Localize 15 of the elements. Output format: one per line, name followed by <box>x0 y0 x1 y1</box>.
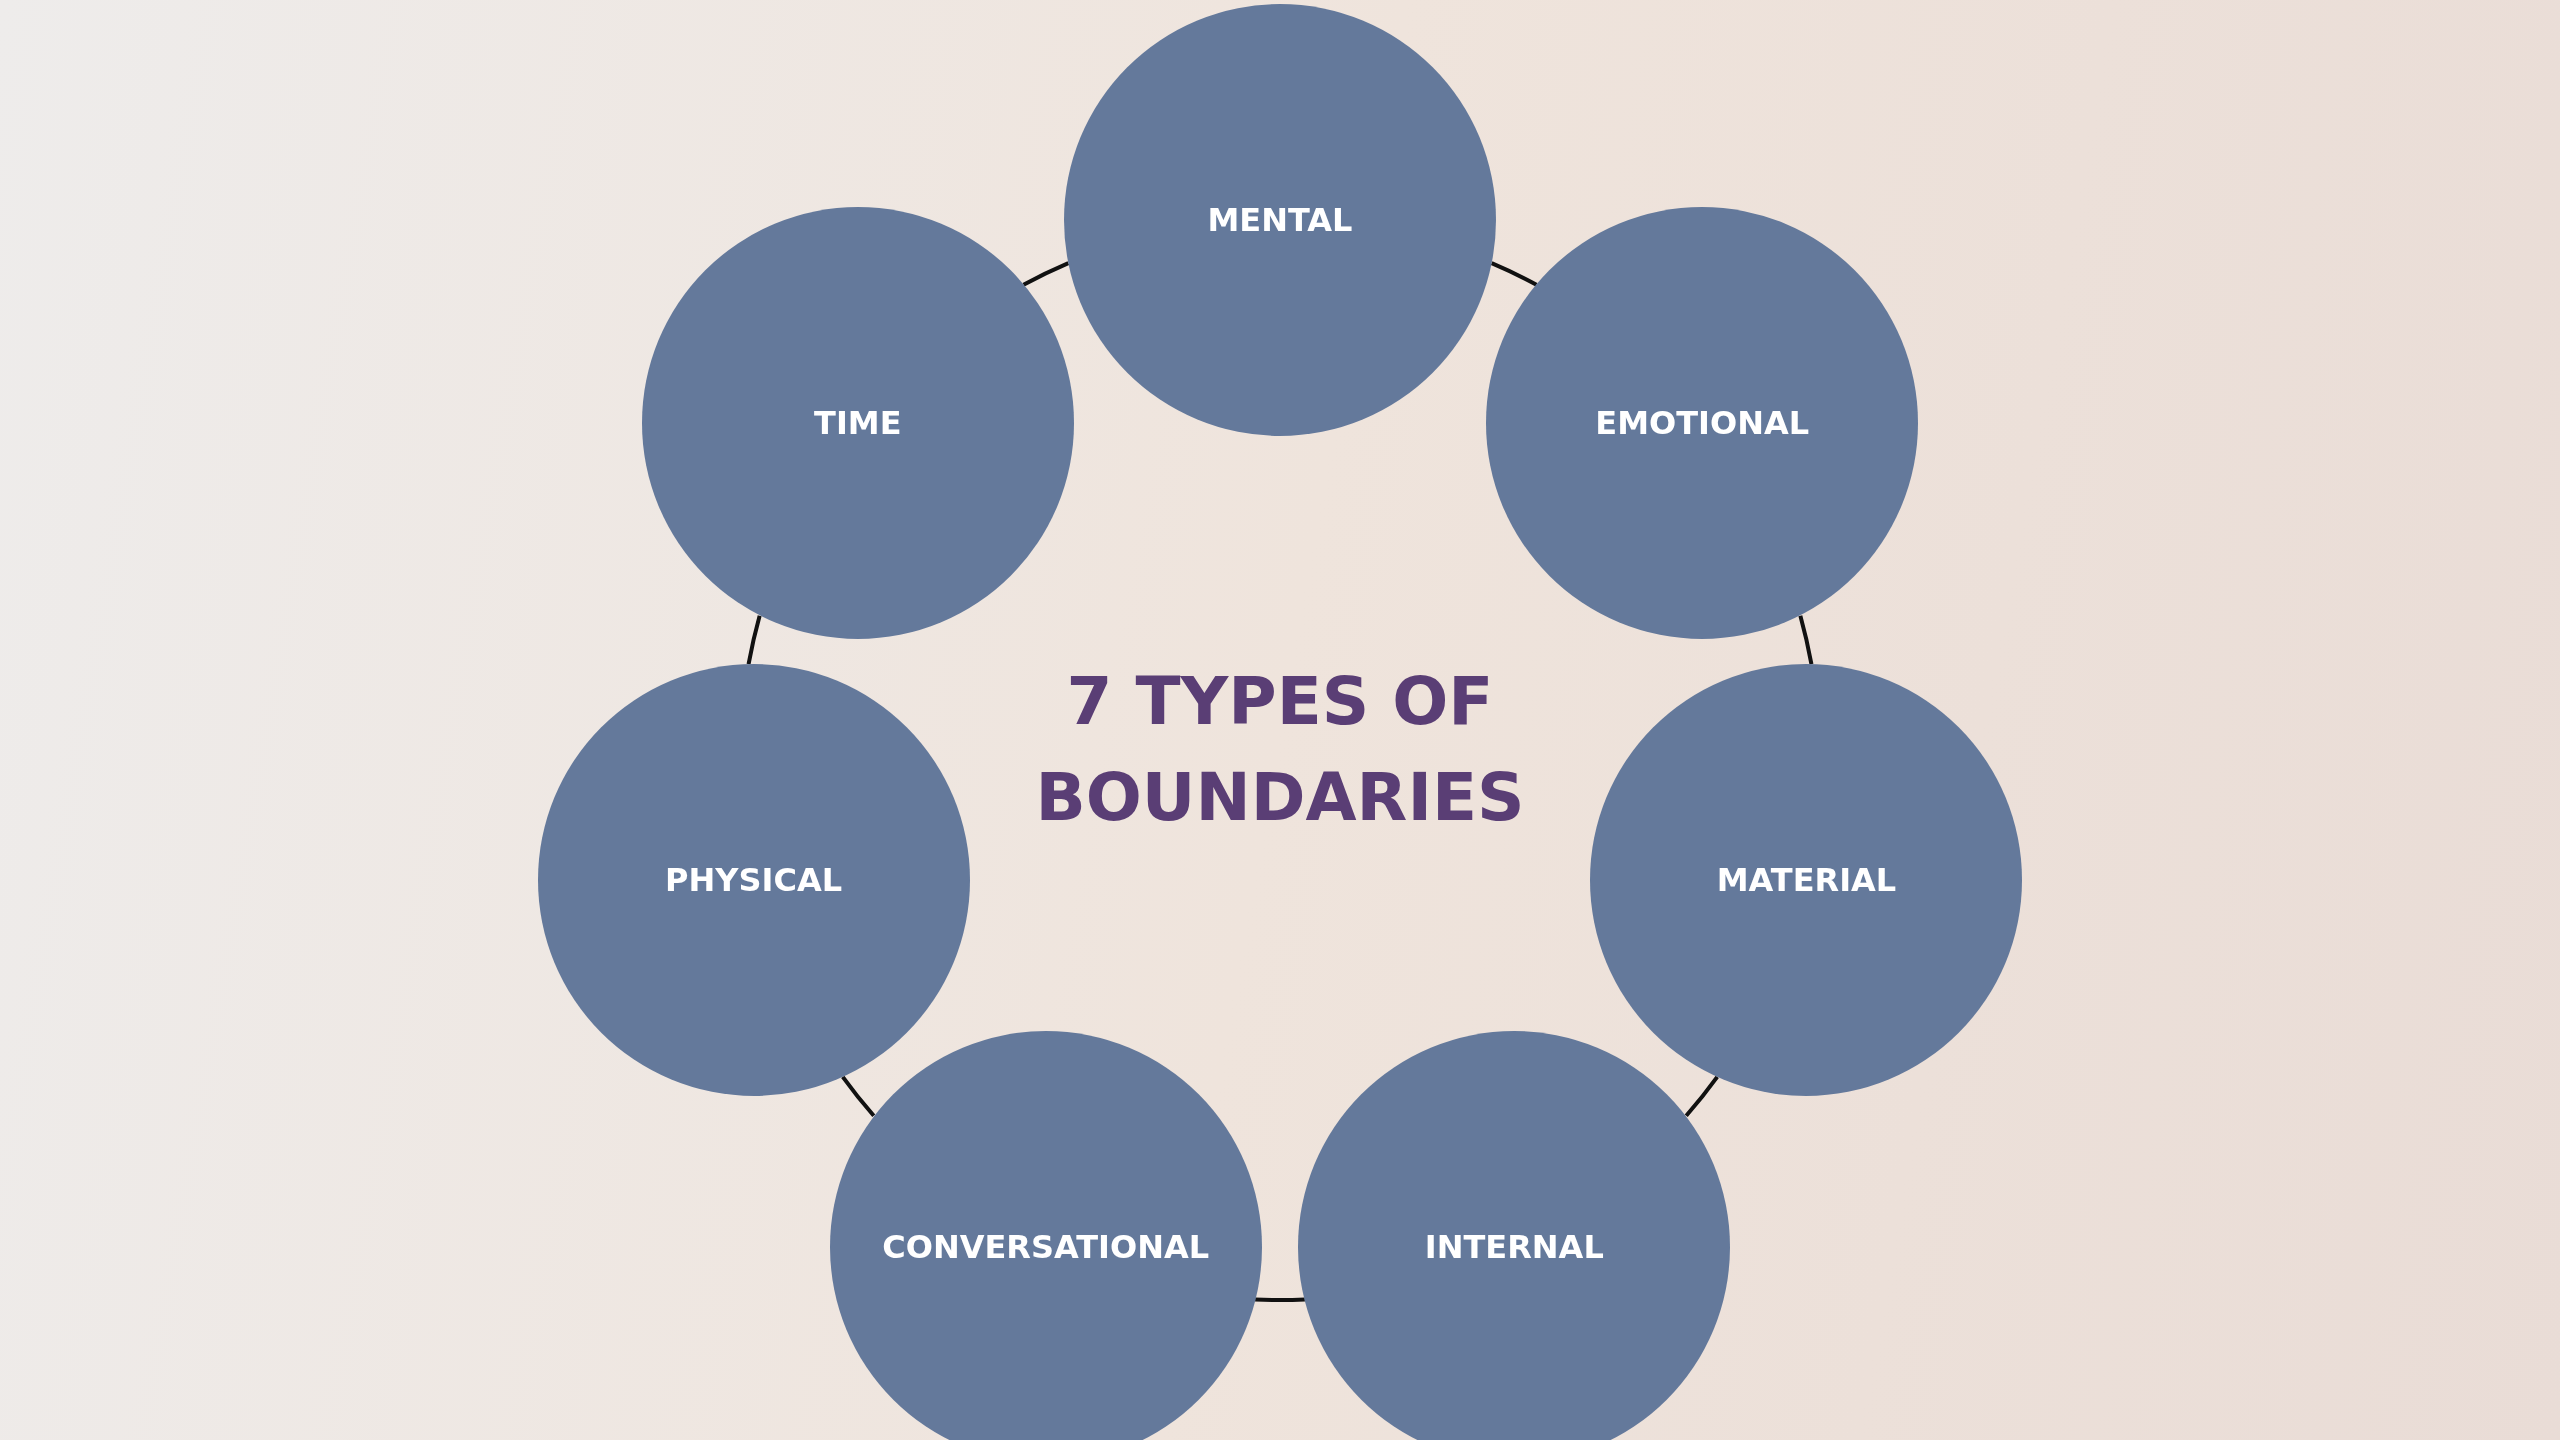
connector-arc <box>1255 1297 1305 1302</box>
connector-arc <box>1490 261 1538 287</box>
connector-arc <box>1022 261 1070 287</box>
category-label: MENTAL <box>1207 201 1353 239</box>
category-label: EMOTIONAL <box>1595 404 1810 443</box>
category-label: TIME <box>814 404 902 443</box>
category-label: INTERNAL <box>1424 1227 1604 1266</box>
connector-arc <box>1798 615 1814 665</box>
connector-arc <box>746 615 762 665</box>
connector-arc <box>841 1075 876 1118</box>
connector-arc <box>1684 1075 1719 1118</box>
category-label: CONVERSATIONAL <box>882 1227 1210 1266</box>
category-label: PHYSICAL <box>665 861 843 900</box>
category-label: MATERIAL <box>1716 861 1897 900</box>
title: 7 TYPES OF BOUNDARIES <box>1035 662 1525 838</box>
